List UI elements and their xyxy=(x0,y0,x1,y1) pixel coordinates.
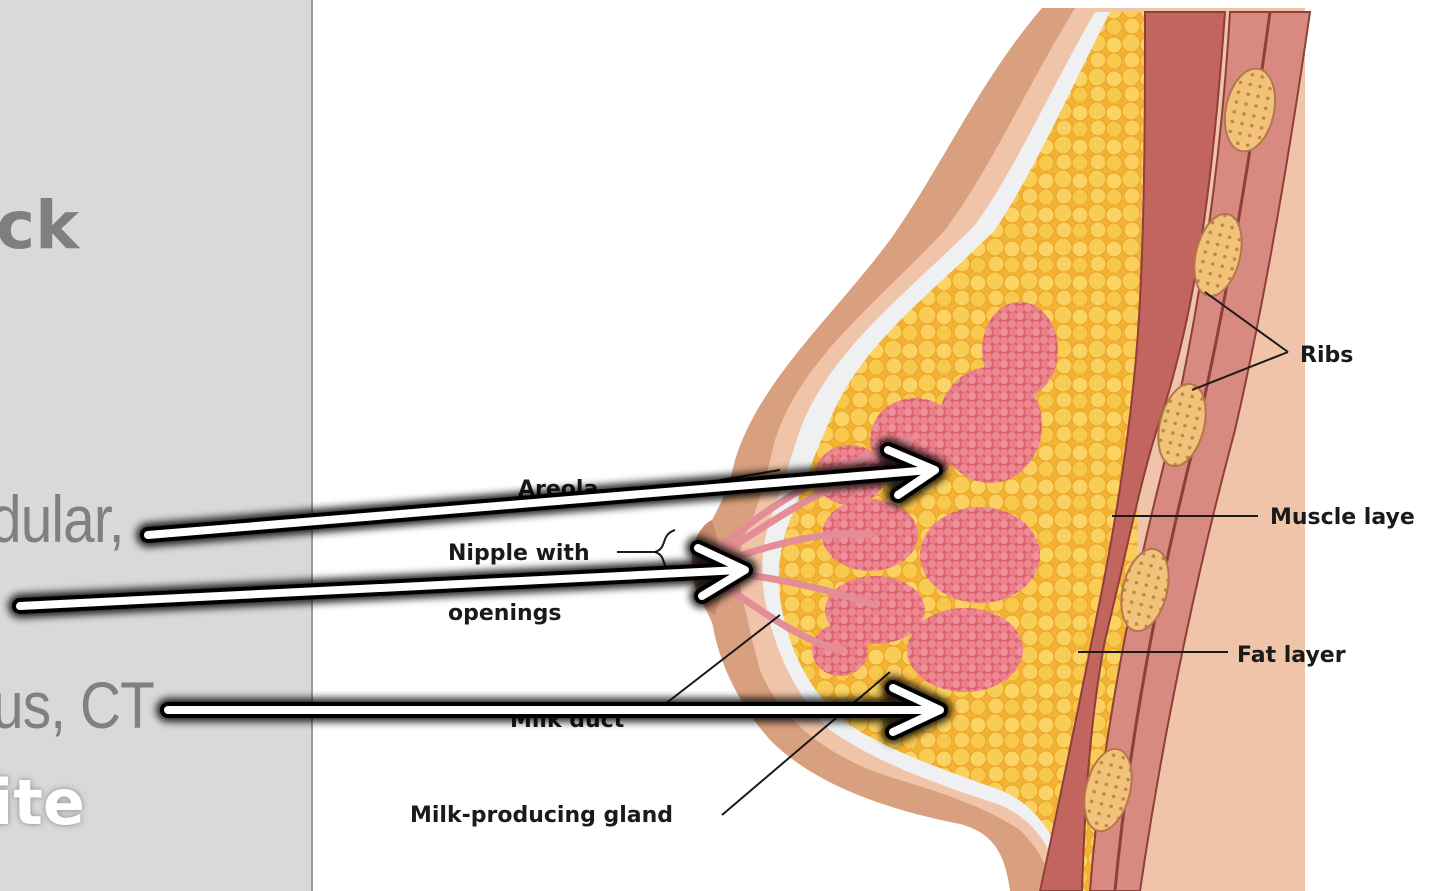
label-fat-layer: Fat layer xyxy=(1237,643,1346,668)
label-nipple-line-2: openings xyxy=(448,601,562,626)
arrow-2 xyxy=(20,548,745,606)
label-ribs: Ribs xyxy=(1300,343,1353,368)
label-milk-producing-gland: Milk-producing gland xyxy=(410,803,673,828)
label-nipple-line-1: Nipple with xyxy=(448,541,590,566)
label-muscle-layer: Muscle laye xyxy=(1270,505,1415,530)
